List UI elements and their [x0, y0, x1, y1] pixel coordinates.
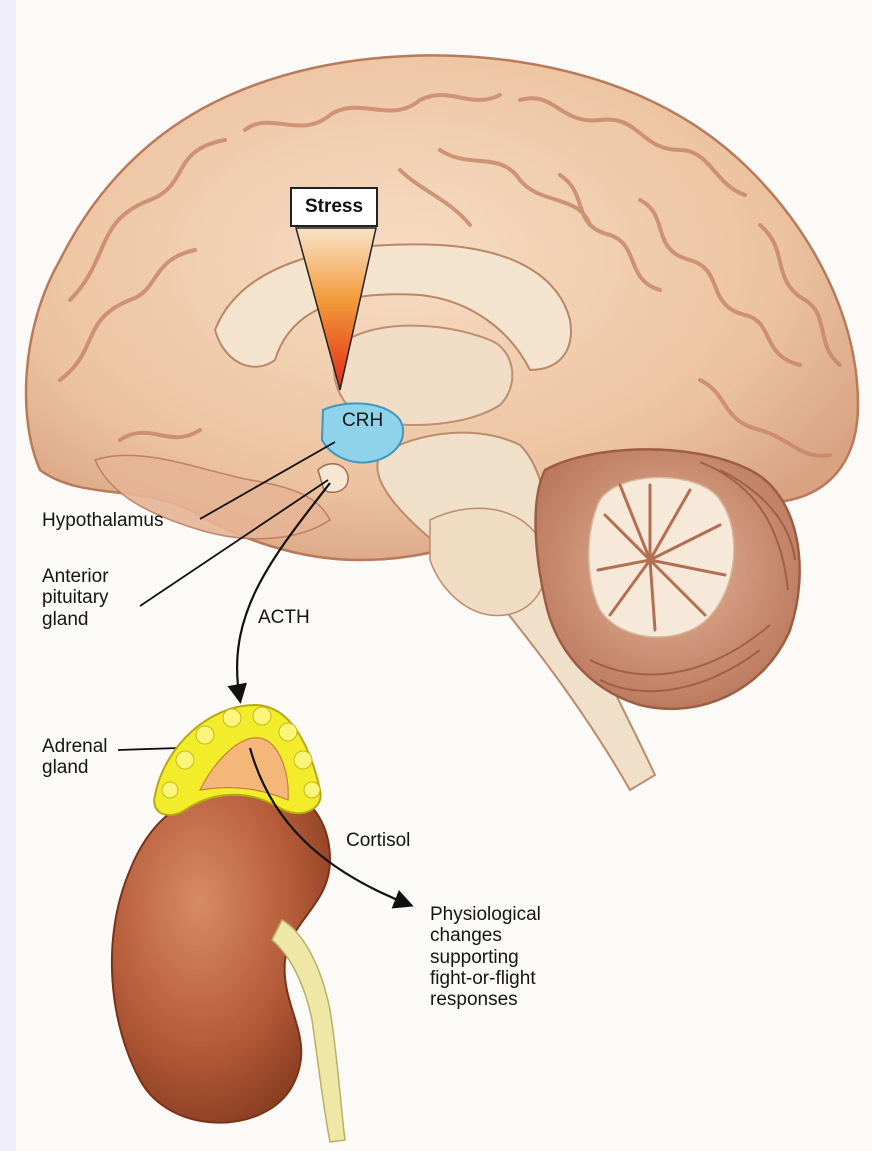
- anterior-pituitary-line-3: gland: [42, 609, 109, 630]
- physiological-changes-label: Physiological changes supporting fight-o…: [430, 904, 541, 1010]
- adrenal-gland-label: Adrenal gland: [42, 736, 108, 779]
- response-line-3: supporting: [430, 947, 541, 968]
- crh-label: CRH: [342, 410, 383, 431]
- adrenal-line-1: Adrenal: [42, 736, 108, 757]
- hypothalamus-label: Hypothalamus: [42, 510, 163, 531]
- response-line-5: responses: [430, 989, 541, 1010]
- adrenal-line-2: gland: [42, 757, 108, 778]
- anterior-pituitary-line-2: pituitary: [42, 587, 109, 608]
- response-line-1: Physiological: [430, 904, 541, 925]
- response-line-4: fight-or-flight: [430, 968, 541, 989]
- left-edge-tint: [0, 0, 16, 1151]
- acth-label: ACTH: [258, 607, 310, 628]
- anterior-pituitary-label: Anterior pituitary gland: [42, 566, 109, 630]
- cortisol-label: Cortisol: [346, 830, 410, 851]
- response-line-2: changes: [430, 925, 541, 946]
- stress-label: Stress: [290, 187, 378, 227]
- anterior-pituitary-line-1: Anterior: [42, 566, 109, 587]
